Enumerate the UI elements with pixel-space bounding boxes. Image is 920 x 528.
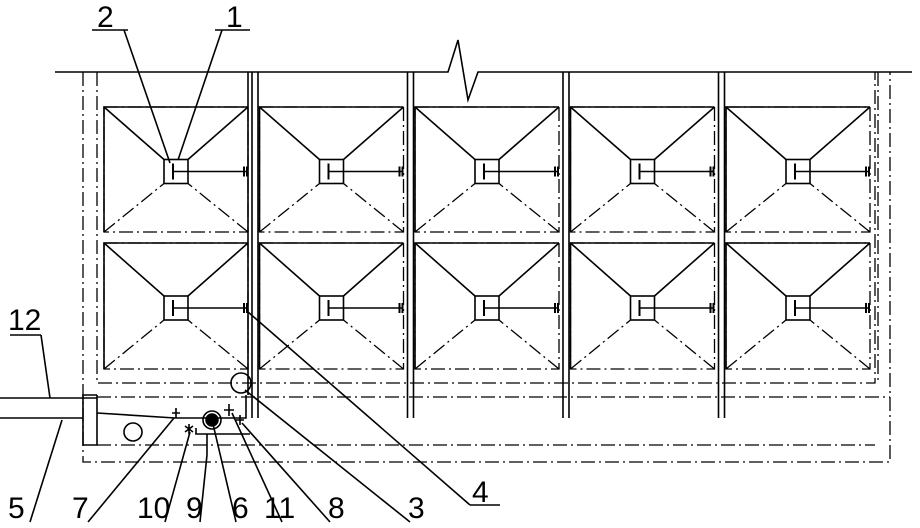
label-2: 2 <box>97 1 114 34</box>
diagonal-dashed <box>103 319 165 370</box>
diagonal-solid <box>498 106 560 161</box>
pump-center <box>205 413 219 427</box>
label-4: 4 <box>472 476 489 509</box>
diagonal-solid <box>342 106 405 161</box>
diagonal-solid <box>258 106 321 161</box>
diagonal-dashed <box>259 182 320 233</box>
diagonal-dashed <box>725 319 787 370</box>
diagonal-dashed <box>414 319 476 370</box>
label-1: 1 <box>226 1 243 34</box>
diagonal-solid <box>725 106 787 161</box>
label-5: 5 <box>8 492 25 525</box>
diagonal-dashed <box>725 182 787 233</box>
pump-left <box>123 422 143 442</box>
diagonal-dashed <box>414 182 476 233</box>
valve-icon <box>865 166 870 177</box>
diagonal-solid <box>414 242 476 297</box>
valve-7-icon <box>172 408 180 418</box>
tank-cell <box>103 242 249 370</box>
label-8: 8 <box>328 492 345 525</box>
label-11: 11 <box>264 492 295 525</box>
tank-cell <box>725 242 871 370</box>
diagonal-solid <box>103 242 165 297</box>
valve-icon <box>243 166 248 177</box>
diagonal-dashed <box>570 319 631 370</box>
diagonal-solid <box>258 242 321 297</box>
diagonal-solid <box>809 242 871 297</box>
label-7: 7 <box>72 492 89 525</box>
ground-line <box>55 39 912 104</box>
diagonal-solid <box>569 106 632 161</box>
valve-icon <box>398 303 404 313</box>
diagonal-solid <box>653 242 716 297</box>
valve-icon <box>709 166 715 177</box>
tank-cell <box>725 106 871 233</box>
label-6: 6 <box>232 492 249 525</box>
diagonal-dashed <box>187 182 249 233</box>
diagonal-dashed <box>259 319 320 370</box>
valve-icon <box>554 166 559 177</box>
tank-cell <box>414 242 560 370</box>
diagonal-dashed <box>654 182 715 233</box>
diagonal-solid <box>187 106 249 161</box>
inlet-pipe <box>96 395 247 419</box>
diagonal-dashed <box>809 182 871 233</box>
diagonal-dashed <box>570 182 631 233</box>
valve-icon <box>243 303 248 313</box>
diagonal-solid <box>187 242 249 297</box>
leader-lines <box>10 29 500 523</box>
pump-center-ring <box>202 410 222 430</box>
drain-pipe <box>195 428 250 435</box>
diagonal-solid <box>342 242 405 297</box>
tank-cell <box>569 242 716 370</box>
tank-cell <box>569 106 716 233</box>
diagonal-dashed <box>343 182 404 233</box>
diagonal-dashed <box>498 182 560 233</box>
tank-grid <box>103 106 871 370</box>
diagonal-solid <box>809 106 871 161</box>
diagonal-solid <box>569 242 632 297</box>
diagonal-solid <box>414 106 476 161</box>
diagonal-dashed <box>343 319 404 370</box>
valve-11-icon <box>224 404 234 416</box>
tank-cell <box>103 106 249 233</box>
equipment-box <box>82 394 98 446</box>
label-9: 9 <box>186 492 203 525</box>
diagonal-solid <box>498 242 560 297</box>
tank-cell <box>258 242 405 370</box>
valve-icon <box>554 303 559 313</box>
diagonal-solid <box>653 106 716 161</box>
inner-boundary <box>96 72 876 384</box>
valve-8-icon <box>236 415 244 425</box>
diagonal-solid <box>103 106 165 161</box>
diagonal-dashed <box>187 319 249 370</box>
diagonal-dashed <box>654 319 715 370</box>
valve-icon <box>398 166 404 177</box>
pump-top <box>230 372 252 394</box>
diagonal-solid <box>725 242 787 297</box>
valve-icon <box>709 303 715 313</box>
tank-cell <box>414 106 560 233</box>
valve-10-icon <box>184 424 194 434</box>
diagonal-dashed <box>103 182 165 233</box>
label-3: 3 <box>408 492 425 525</box>
label-10: 10 <box>137 492 170 525</box>
valve-icon <box>865 303 870 313</box>
diagonal-dashed <box>809 319 871 370</box>
label-12: 12 <box>8 304 41 337</box>
outer-boundary <box>82 72 891 463</box>
diagonal-dashed <box>498 319 560 370</box>
partition-walls <box>247 72 879 418</box>
tank-cell <box>258 106 405 233</box>
